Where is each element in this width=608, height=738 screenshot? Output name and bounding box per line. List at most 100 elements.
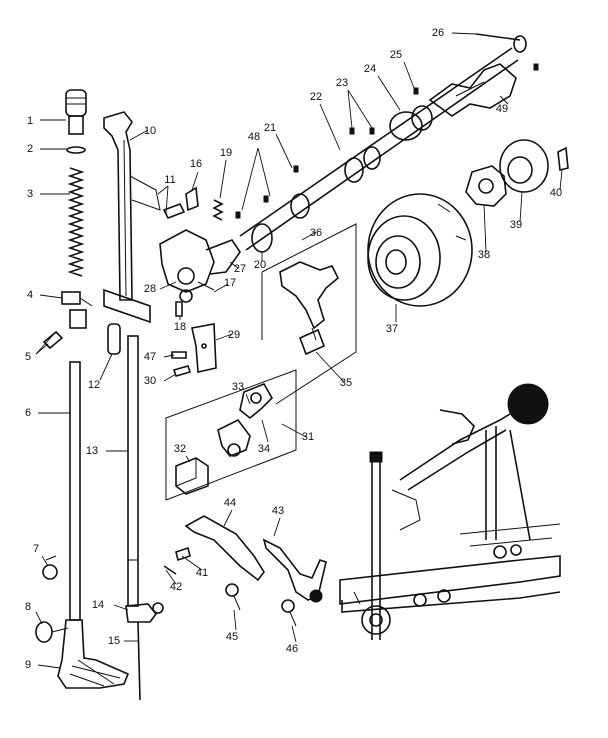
callout-41: 41 xyxy=(196,567,208,579)
callout-leader-42 xyxy=(165,569,177,585)
callout-36: 36 xyxy=(310,227,322,239)
callout-34: 34 xyxy=(258,443,270,455)
callout-18: 18 xyxy=(174,321,186,333)
callout-leader-7 xyxy=(41,555,49,567)
callout-38: 38 xyxy=(478,249,490,261)
callout-leader-10 xyxy=(129,129,149,141)
take-up-lever xyxy=(279,261,339,356)
lever-spring-arm xyxy=(262,538,327,603)
callout-42: 42 xyxy=(170,581,182,593)
callout-11: 11 xyxy=(164,174,175,186)
callout-20: 20 xyxy=(254,259,266,271)
callout-leader-28 xyxy=(159,281,177,290)
lever-pin-screws xyxy=(163,546,297,627)
callout-4: 4 xyxy=(27,289,33,301)
callout-leader-14 xyxy=(113,604,129,611)
feed-panel-frame xyxy=(165,369,297,501)
callout-leader-40 xyxy=(559,169,563,191)
callout-leader-23-1 xyxy=(347,89,373,129)
callout-33: 33 xyxy=(232,381,244,393)
upper-main-shaft xyxy=(239,47,519,251)
callout-16: 16 xyxy=(190,158,202,170)
callout-leader-26 xyxy=(451,32,477,35)
callout-25: 25 xyxy=(390,49,402,61)
callout-24: 24 xyxy=(364,63,376,75)
callout-leader-46 xyxy=(291,625,297,643)
callout-12: 12 xyxy=(88,379,100,391)
callout-leader-24 xyxy=(377,75,401,111)
callout-leader-43 xyxy=(273,517,281,537)
reverse-lever xyxy=(184,515,265,582)
callout-leader-48-1 xyxy=(241,147,259,211)
callout-46: 46 xyxy=(286,643,298,655)
presser-bar-cap xyxy=(65,89,87,135)
callout-45: 45 xyxy=(226,631,238,643)
callout-17: 17 xyxy=(224,277,236,289)
callout-leader-4 xyxy=(39,294,63,299)
callout-14: 14 xyxy=(92,599,104,611)
take-up-crank xyxy=(159,229,241,303)
link-screw xyxy=(162,202,186,220)
stop-motion-knob xyxy=(499,139,549,193)
callout-43: 43 xyxy=(272,505,284,517)
feed-crank xyxy=(217,382,273,457)
callout-leader-39 xyxy=(519,191,523,223)
callout-2: 2 xyxy=(27,143,33,155)
callout-39: 39 xyxy=(510,219,522,231)
machine-subframe xyxy=(339,409,561,640)
callout-13: 13 xyxy=(86,445,98,457)
callout-28: 28 xyxy=(144,283,156,295)
thumb-screw xyxy=(42,555,58,580)
callout-leader-32 xyxy=(185,455,191,463)
callout-49: 49 xyxy=(496,103,508,115)
callout-leader-11-1 xyxy=(165,185,169,215)
callout-leader-16 xyxy=(191,171,199,191)
callout-leader-29 xyxy=(215,333,233,341)
knob-screw xyxy=(557,146,569,171)
callout-26: 26 xyxy=(432,27,444,39)
needle-bar-link xyxy=(103,111,161,324)
callout-5: 5 xyxy=(25,351,31,363)
callout-leader-19 xyxy=(219,159,227,199)
callout-6: 6 xyxy=(25,407,31,419)
frame-knob xyxy=(507,383,549,425)
callout-leader-8 xyxy=(35,611,43,625)
callout-32: 32 xyxy=(174,443,186,455)
callout-leader-49 xyxy=(499,95,509,105)
center-panel-frame xyxy=(261,223,357,405)
callout-leader-21 xyxy=(275,133,293,169)
callout-37: 37 xyxy=(386,323,398,335)
callout-7: 7 xyxy=(33,543,39,555)
callout-48: 48 xyxy=(248,131,260,143)
callout-leader-36 xyxy=(301,231,317,241)
handwheel xyxy=(367,193,473,307)
needle-bar-bushing xyxy=(107,323,121,355)
callout-19: 19 xyxy=(220,147,232,159)
callout-22: 22 xyxy=(310,91,322,103)
callout-1: 1 xyxy=(27,115,33,127)
callout-leader-34 xyxy=(261,419,269,443)
feed-block xyxy=(175,457,209,495)
callout-3: 3 xyxy=(27,188,33,200)
shaft-collars xyxy=(251,105,433,253)
callout-leader-31 xyxy=(281,423,307,438)
callout-leader-5-1 xyxy=(35,333,55,355)
callout-leader-12 xyxy=(99,353,113,381)
needle-clamp xyxy=(125,602,164,623)
callout-47: 47 xyxy=(144,351,156,363)
lever-screw xyxy=(185,186,199,212)
guide-screw xyxy=(42,330,64,350)
callout-leader-45 xyxy=(233,609,237,631)
callout-44: 44 xyxy=(224,497,236,509)
shaft-end-pin xyxy=(475,33,527,53)
shaft-set-screws xyxy=(235,63,539,219)
small-spring xyxy=(212,199,224,221)
callout-10: 10 xyxy=(144,125,156,137)
callout-leader-48 xyxy=(257,147,271,197)
callout-leader-9 xyxy=(37,664,61,669)
clutch-washer xyxy=(465,165,507,207)
callout-23: 23 xyxy=(336,77,348,89)
callout-leader-44 xyxy=(223,509,233,527)
